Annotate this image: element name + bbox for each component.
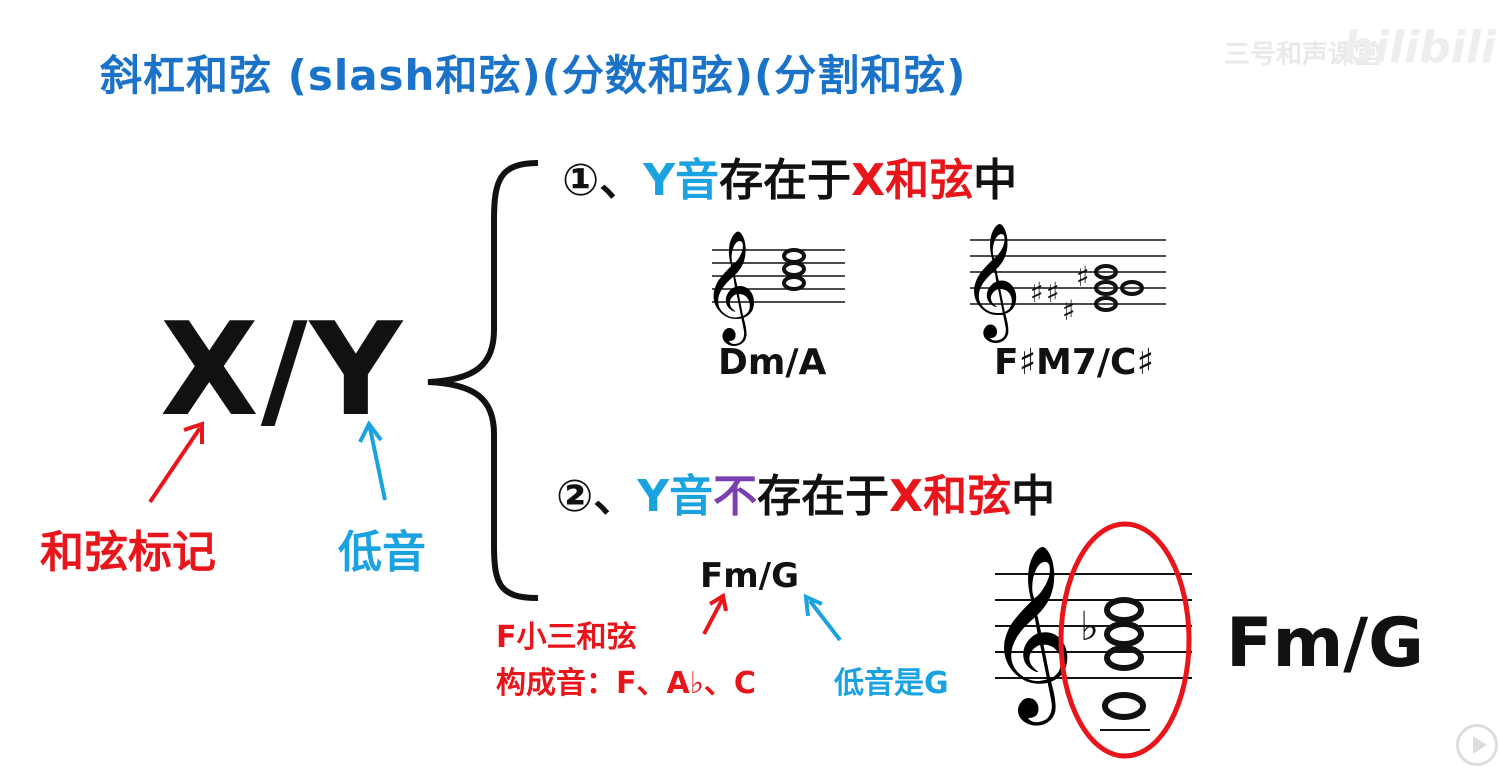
rule-2-suffix: 中 (1011, 471, 1056, 522)
rule-2-y: Y音 (637, 471, 714, 522)
triad-label: F小三和弦 (496, 620, 637, 655)
tones-label: 构成音：F、A♭、C (496, 666, 756, 701)
svg-text:♯: ♯ (1062, 294, 1076, 327)
arrow-icon (803, 593, 842, 642)
sharps: ♯ ♯ ♯ ♯ (1030, 260, 1090, 327)
svg-text:♯: ♯ (1076, 260, 1090, 293)
svg-text:♯: ♯ (1030, 276, 1044, 309)
rule-1: ①、Y音存在于X和弦中 (562, 144, 1017, 208)
rule-2-prefix: ②、 (556, 471, 638, 522)
flat-sign: ♭ (1080, 604, 1099, 650)
arrow-icon (702, 592, 728, 635)
example-2-label: F♯M7/C♯ (994, 342, 1154, 383)
staff-fsharp (970, 239, 1166, 305)
rule-2: ②、Y音不存在于X和弦中 (556, 460, 1055, 524)
staff-dm-a (712, 249, 845, 303)
rule-1-suffix: 中 (973, 155, 1018, 206)
treble-clef-icon: 𝄞 (962, 221, 1021, 343)
chord-notes-dm-a (782, 248, 806, 291)
rule-2-x: X和弦 (889, 471, 1012, 522)
rule-2-neg: 不 (713, 471, 758, 522)
bass-note-label: 低音是G (834, 666, 949, 701)
chord-notes-fsharp (1094, 264, 1144, 312)
watermark-text: 三号和声课堂 (1223, 40, 1380, 70)
play-icon[interactable] (1456, 724, 1498, 766)
rule-1-prefix: ①、 (562, 155, 644, 206)
staff-fm-g (995, 573, 1192, 731)
rule-1-y: Y音 (643, 155, 720, 206)
watermark-logo: bilibili (1342, 22, 1496, 73)
big-chord-label: Fm/G (1226, 604, 1424, 683)
chord-symbol-label: 和弦标记 (40, 527, 216, 578)
slash-formula: X/Y (160, 296, 405, 445)
example-1-label: Dm/A (718, 342, 827, 383)
bracket-icon (427, 160, 539, 601)
example-3-chord: Fm/G (700, 556, 799, 596)
rule-1-mid: 存在于 (719, 155, 852, 206)
treble-clef-icon: 𝄞 (702, 229, 759, 346)
rule-1-x: X和弦 (851, 155, 974, 206)
rule-2-mid: 存在于 (757, 471, 890, 522)
chord-notes-fm-g (1102, 597, 1146, 720)
arrow-icon (358, 420, 387, 501)
highlight-circle (1058, 521, 1192, 759)
arrow-icon (148, 421, 204, 504)
svg-text:♯: ♯ (1046, 276, 1060, 309)
bass-label: 低音 (338, 527, 426, 578)
page-title: 斜杠和弦 (slash和弦)(分数和弦)(分割和弦) (100, 51, 967, 100)
